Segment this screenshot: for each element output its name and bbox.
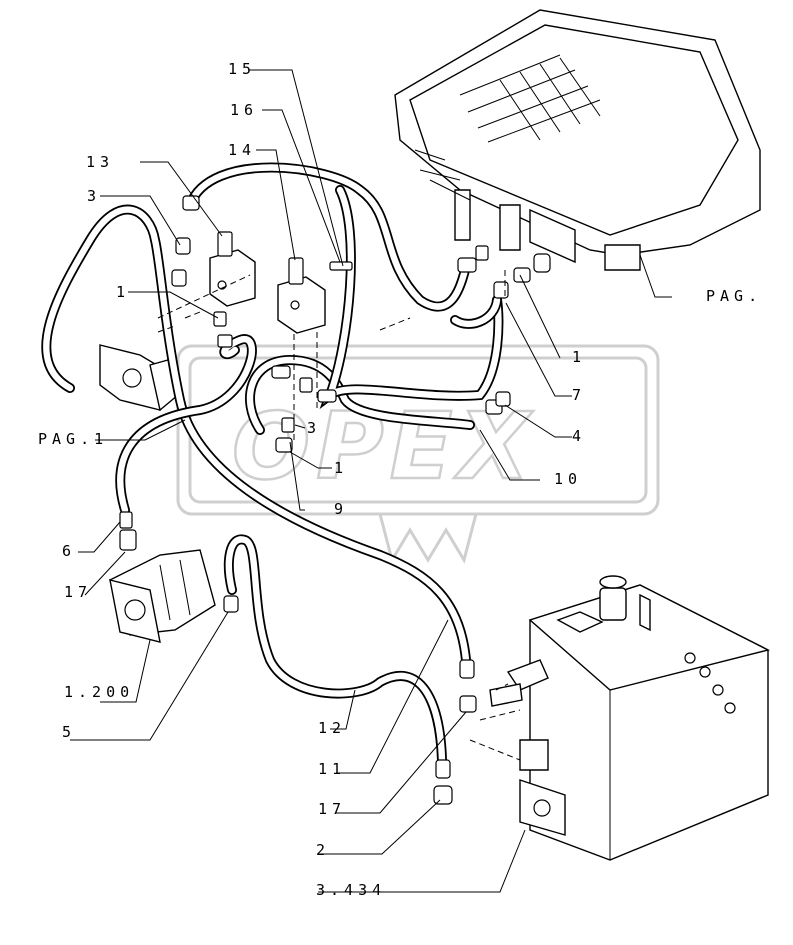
callout-pag-left: PAG.1	[38, 430, 108, 448]
callout-4: 4	[572, 427, 586, 445]
construction-lines	[157, 270, 521, 761]
callout-6: 6	[62, 542, 76, 560]
seat-cab-unit	[394, 9, 761, 271]
leader-lines	[70, 69, 672, 893]
callout-1-left: 1	[116, 283, 130, 301]
hoses	[41, 162, 504, 765]
callout-15: 15	[228, 60, 256, 78]
hydraulic-pump	[109, 529, 216, 643]
callout-3-mid: 3	[307, 419, 321, 437]
callout-7: 7	[572, 386, 586, 404]
callout-3-434: 3.434	[316, 881, 386, 899]
valve-block-14	[277, 257, 326, 334]
callout-17-left: 17	[64, 583, 92, 601]
callout-14: 14	[228, 141, 256, 159]
callout-13: 13	[86, 153, 114, 171]
callout-10: 10	[554, 470, 582, 488]
callout-1-right: 1	[572, 348, 586, 366]
callout-16: 16	[230, 101, 258, 119]
callout-5: 5	[62, 723, 76, 741]
callout-3-top: 3	[87, 187, 101, 205]
callout-1-mid: 1	[334, 459, 348, 477]
callout-2: 2	[316, 841, 330, 859]
valve-block-13	[209, 231, 256, 307]
callout-9: 9	[334, 500, 348, 518]
callout-12: 12	[318, 719, 346, 737]
hydraulic-tank	[489, 575, 770, 861]
callout-1-200: 1.200	[64, 683, 134, 701]
left-bracket	[99, 344, 179, 412]
callout-11: 11	[318, 760, 346, 778]
callout-pag-right: PAG.	[706, 287, 762, 305]
callout-labels: 15 16 14 13 3 1 PAG. PAG.1 1 7 4 10 3 1 …	[38, 60, 762, 899]
callout-17-bottom: 17	[318, 800, 346, 818]
